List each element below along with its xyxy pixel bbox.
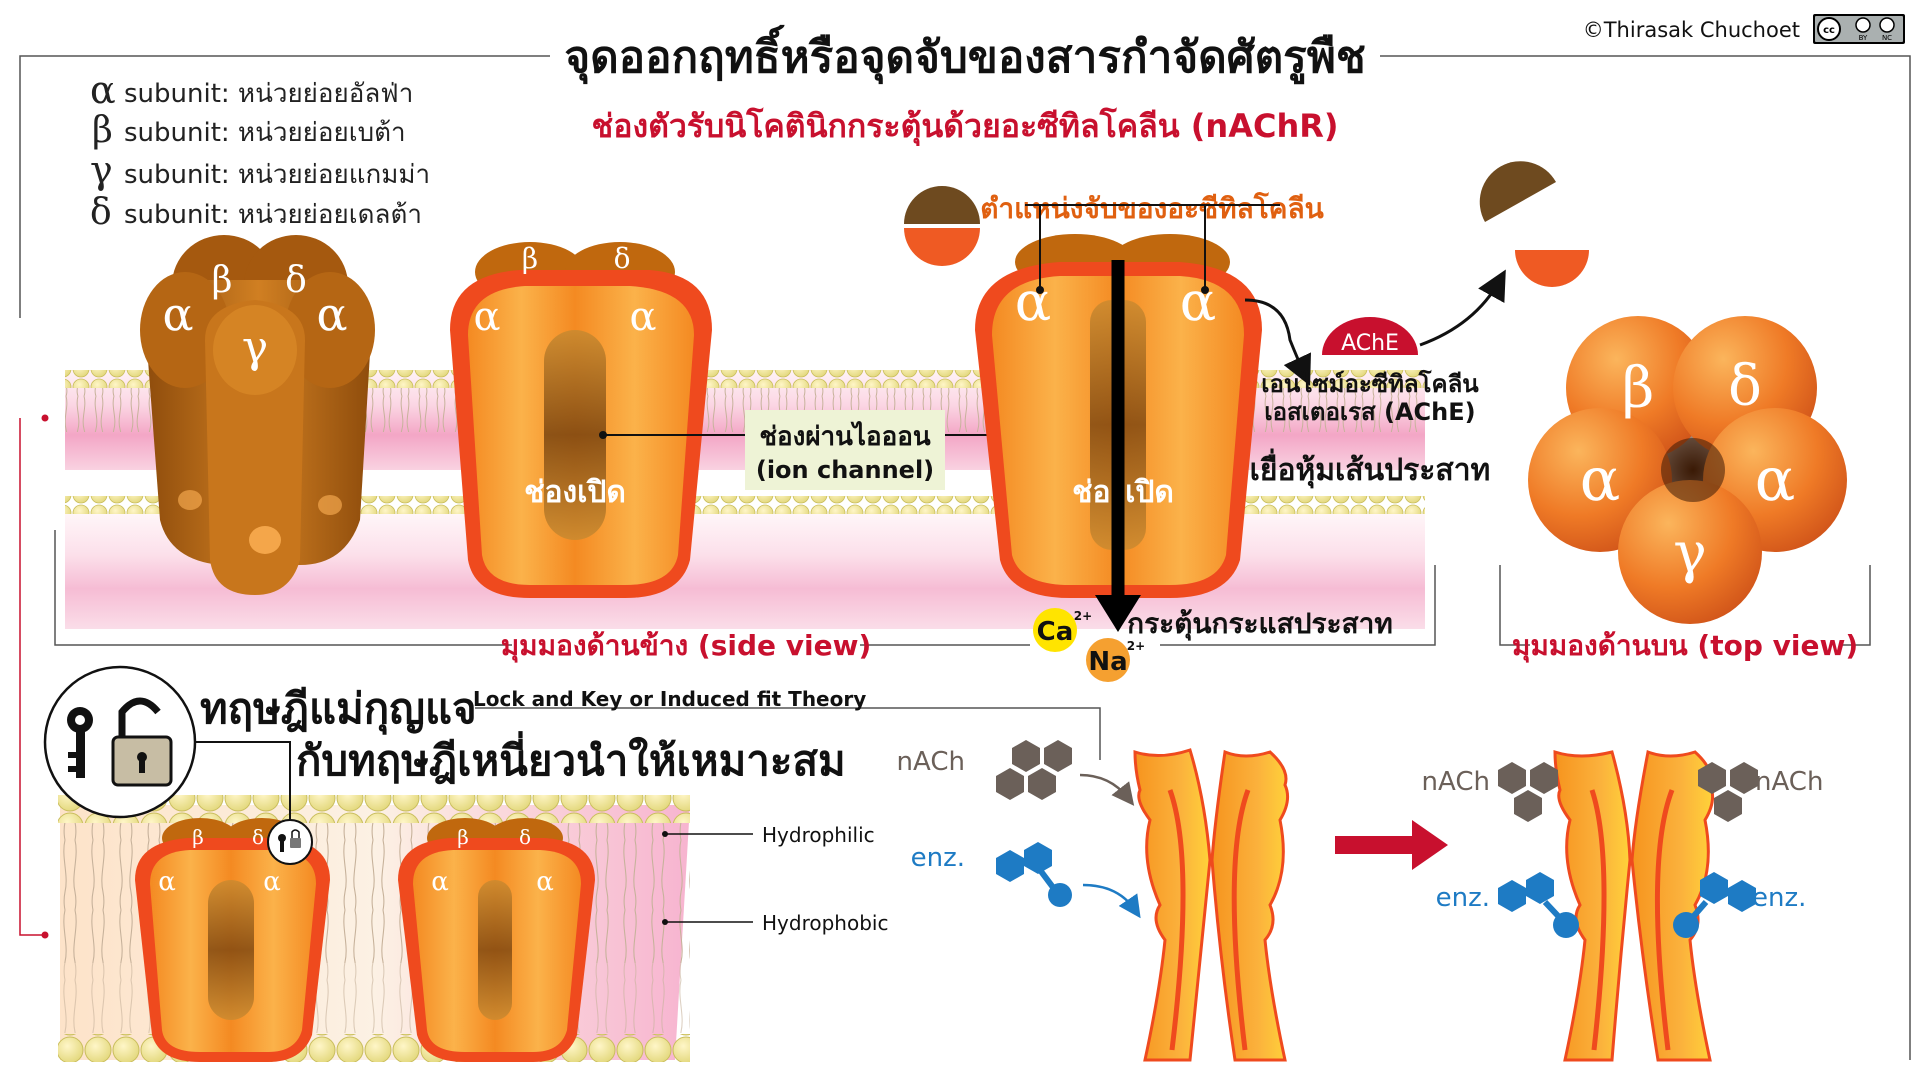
frame-lines — [19, 55, 1911, 1060]
transition-arrow — [1335, 820, 1448, 870]
enzyme-molecule — [1498, 872, 1579, 938]
top-subunit-delta: δ — [1728, 354, 1762, 419]
hydrophilic-label: Hydrophilic — [762, 823, 875, 847]
calcium-ion-label: Ca — [1037, 617, 1074, 647]
legend-text-delta: subunit: หน่วยย่อยเดลต้า — [124, 200, 422, 230]
ion-channel-label-th: ช่องผ่านไอออน — [759, 420, 930, 452]
top-subunit-alpha: α — [1580, 445, 1621, 515]
subunit-label-delta: δ — [614, 242, 631, 275]
enz-label: enz. — [1752, 883, 1806, 913]
cc-license-badge: cc BY NC — [1813, 14, 1905, 44]
sodium-ion-label: Na — [1088, 647, 1127, 677]
ache-label-line2: เอสเตอเรส (AChE) — [1264, 398, 1475, 426]
stimulate-label: กระตุ้นกระแสประสาท — [1127, 607, 1393, 641]
subunit-label-gamma: γ — [242, 322, 268, 373]
receptor-open-right: α α ช่องเปิด — [975, 234, 1262, 632]
page-subtitle: ช่องตัวรับนิโคตินิกกระตุ้นด้วยอะซีทิลโคล… — [592, 107, 1339, 147]
subunit-label-alpha: α — [629, 294, 656, 340]
induced-fit-after: nACh nACh enz. enz. — [1422, 749, 1823, 1062]
legend-symbol-alpha: α — [90, 68, 116, 112]
theory-title-line2: กับทฤษฎีเหนี่ยวนำให้เหมาะสม — [296, 731, 846, 785]
top-subunit-beta: β — [1622, 356, 1654, 421]
sodium-ion — [1086, 638, 1130, 682]
ache-enzyme: AChE เอนไซม์อะซีทิลโคลีน เอสเตอเรส (AChE… — [1244, 161, 1589, 426]
subunit-label-alpha: α — [316, 287, 347, 341]
enzyme-molecule — [1673, 872, 1756, 938]
subunit-label-beta: β — [457, 825, 469, 849]
subunit-label-alpha: α — [536, 867, 554, 897]
theory-subtitle-en: Lock and Key or Induced fit Theory — [473, 687, 866, 711]
legend-text-gamma: subunit: หน่วยย่อยแกมม่า — [124, 160, 430, 190]
legend-symbol-delta: δ — [90, 192, 112, 233]
by-icon: BY — [1859, 34, 1868, 42]
copyright-text: ©Thirasak Chuchoet — [1583, 18, 1800, 42]
binding-site-label: ตำแหน่งจับของอะซีทิลโคลีน — [980, 191, 1324, 225]
legend-text-alpha: subunit: หน่วยย่อยอัลฟ่า — [124, 79, 413, 109]
receptor-open-left: β δ α α ช่องเปิด — [450, 242, 712, 598]
nach-hexagon-cluster — [996, 740, 1072, 800]
ache-badge-label: AChE — [1341, 331, 1399, 356]
receptor-small-right: β δ α α — [398, 818, 595, 1062]
nach-label: nACh — [1755, 767, 1823, 797]
subunit-label-alpha: α — [162, 287, 193, 341]
subunit-label-alpha: α — [158, 867, 176, 897]
ion-channel-callout: ช่องผ่านไอออน (ion channel) — [599, 410, 1089, 490]
side-view-label: มุมมองด้านข้าง (side view) — [501, 629, 872, 663]
subunit-label-beta: β — [192, 825, 204, 849]
enzyme-molecule — [996, 842, 1072, 907]
legend-symbol-beta: β — [92, 110, 113, 151]
calcium-ion-charge: 2+ — [1074, 609, 1092, 623]
nerve-membrane-label: เยื่อหุ้มเส้นประสาท — [1250, 448, 1491, 489]
subunit-label-beta: β — [212, 260, 233, 301]
side-view-caption: มุมมองด้านข้าง (side view) — [501, 629, 872, 663]
legend-text-beta: subunit: หน่วยย่อยเบต้า — [124, 118, 406, 148]
nach-label: nACh — [1422, 767, 1490, 797]
ion-channel-label-en: (ion channel) — [756, 456, 934, 484]
subunit-label-delta: δ — [519, 825, 531, 849]
ions: Ca 2+ Na 2+ กระตุ้นกระแสประสาท — [1033, 607, 1393, 682]
sodium-ion-charge: 2+ — [1127, 639, 1145, 653]
receptor-small-left: β δ α α — [135, 818, 330, 1062]
top-subunit-alpha: α — [1755, 445, 1796, 515]
nc-icon: NC — [1882, 34, 1892, 42]
subunit-label-alpha: α — [431, 867, 449, 897]
subunit-label-delta: δ — [252, 825, 264, 849]
theory-title-line1: ทฤษฎีแม่กุญแจ — [200, 684, 477, 735]
receptor-top-view: β δ α α γ — [1528, 316, 1847, 624]
binding-site-callout: ตำแหน่งจับของอะซีทิลโคลีน — [904, 186, 1324, 294]
top-subunit-gamma: γ — [1673, 521, 1706, 586]
enz-label: enz. — [911, 843, 965, 873]
top-view-label: มุมมองด้านบน (top view) — [1512, 629, 1858, 663]
nach-hexagon-cluster — [1698, 762, 1758, 822]
ache-label-line1: เอนไซม์อะซีทิลโคลีน — [1261, 369, 1479, 398]
page-title: จุดออกฤทธิ์หรือจุดจับของสารกำจัดศัตรูพืช — [564, 24, 1365, 85]
calcium-ion — [1033, 608, 1077, 652]
subunit-label-alpha: α — [1015, 270, 1051, 333]
receptor-closed-brown: β δ α α γ — [140, 235, 375, 595]
subunit-label-delta: δ — [285, 260, 307, 301]
connector-dot — [41, 931, 49, 939]
subunit-label-alpha: α — [1180, 270, 1216, 333]
subunit-label-beta: β — [522, 242, 538, 275]
nach-label: nACh — [897, 747, 965, 777]
subunit-label-alpha: α — [473, 294, 500, 340]
nach-hexagon-cluster — [1498, 762, 1558, 822]
induced-fit-before: nACh enz. — [897, 740, 1290, 1062]
cc-icon: cc — [1823, 25, 1835, 36]
legend-symbol-gamma: γ — [90, 148, 113, 192]
lock-and-key-icon — [43, 665, 197, 819]
subunit-label-alpha: α — [263, 867, 281, 897]
hydrophobic-label: Hydrophobic — [762, 911, 888, 935]
connector-dot — [41, 414, 49, 422]
membrane-callouts: Hydrophilic Hydrophobic — [662, 823, 888, 935]
subunit-legend: α subunit: หน่วยย่อยอัลฟ่า β subunit: หน… — [90, 68, 430, 233]
enz-label: enz. — [1436, 883, 1490, 913]
open-channel-label: ช่องเปิด — [524, 475, 626, 510]
